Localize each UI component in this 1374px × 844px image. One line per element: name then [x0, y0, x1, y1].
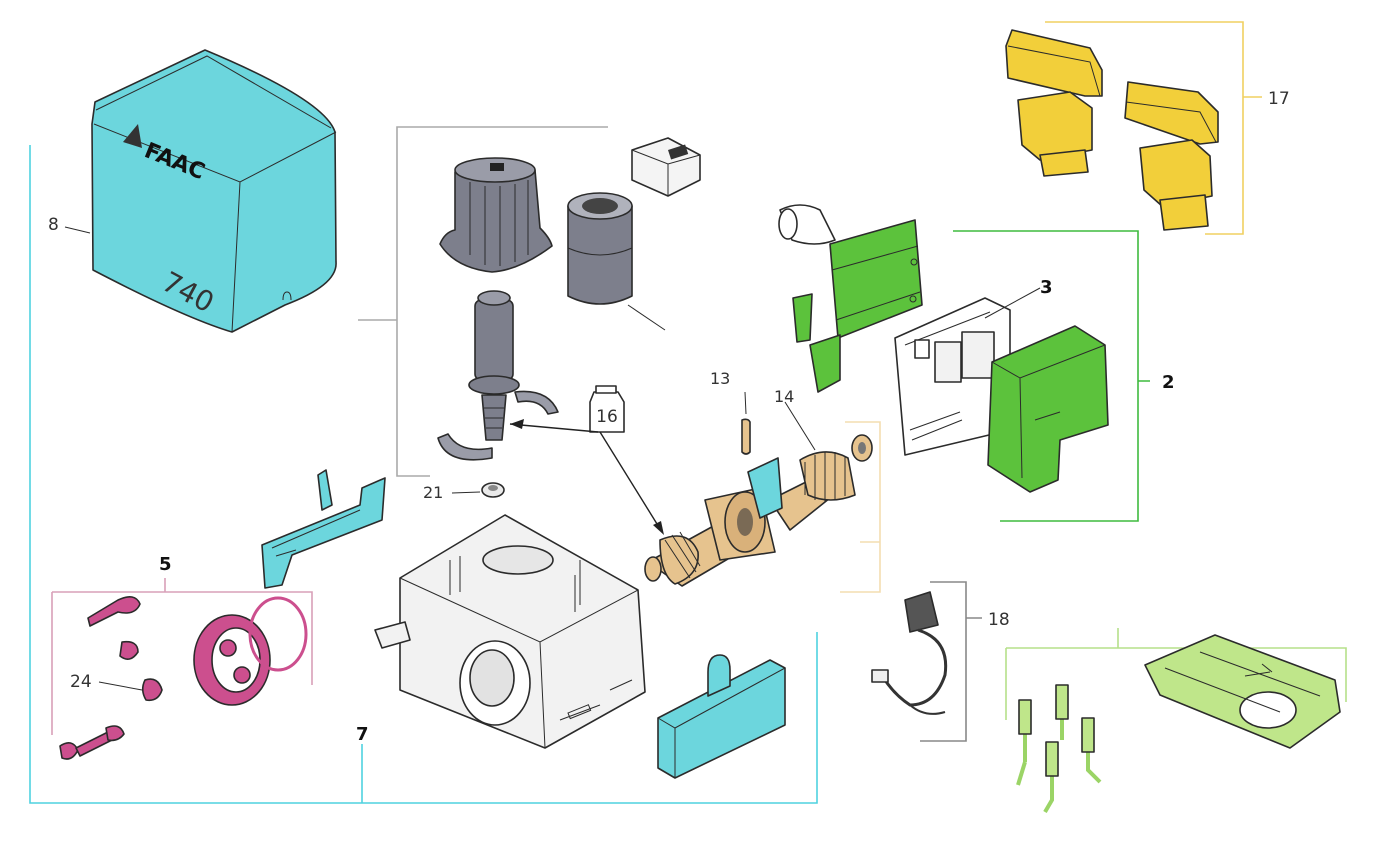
- label-13: 13: [710, 369, 730, 388]
- base-block-cyan: [657, 654, 786, 779]
- bushing-part-21: [451, 482, 505, 498]
- label-8: 8: [48, 215, 59, 235]
- label-18: 18: [988, 610, 1010, 630]
- bracket-anchors-green: [1005, 628, 1347, 720]
- label-21: 21: [423, 483, 443, 502]
- arrow-to-shaft-icon: [653, 521, 664, 535]
- cover-part-8: FAAC 740: [64, 49, 337, 333]
- group-bracket-lines: [29, 21, 1347, 804]
- label-2: 2: [1162, 372, 1175, 393]
- anchor-kit-part: [1016, 634, 1341, 814]
- label-3: 3: [1040, 277, 1053, 298]
- label-16: 16: [596, 407, 618, 427]
- faac-logo-icon: [123, 124, 142, 148]
- encoder-cable-part-18: [871, 591, 948, 715]
- bracket-gear-peach: [840, 421, 881, 593]
- label-5: 5: [159, 554, 172, 575]
- grease-jar-part-16: 16: [509, 385, 664, 535]
- motor-group: [437, 137, 701, 461]
- label-17: 17: [1268, 89, 1290, 109]
- photocell-kit-part-17: [1005, 29, 1219, 231]
- bracket-5-pink: [51, 578, 313, 735]
- part-number-labels: 8 3 2 17 13 14 21 5 24 7 18: [48, 89, 1290, 745]
- output-shaft-assembly: [644, 391, 873, 587]
- release-kit-part-5: [59, 596, 308, 760]
- bracket-2-green: [953, 230, 1150, 522]
- bracket-motor-gray: [358, 126, 608, 477]
- label-24: 24: [70, 672, 92, 692]
- bracket-17-yellow: [1045, 21, 1262, 235]
- arrow-to-rotor-icon: [510, 419, 524, 429]
- control-board-group: [778, 204, 1109, 493]
- bracket-7-cyan: [29, 145, 818, 804]
- gearbox-housing: [374, 514, 646, 749]
- bracket-cyan-part: [261, 469, 386, 589]
- bracket-18-gray: [920, 581, 982, 742]
- label-14: 14: [774, 387, 794, 406]
- label-7: 7: [356, 724, 369, 745]
